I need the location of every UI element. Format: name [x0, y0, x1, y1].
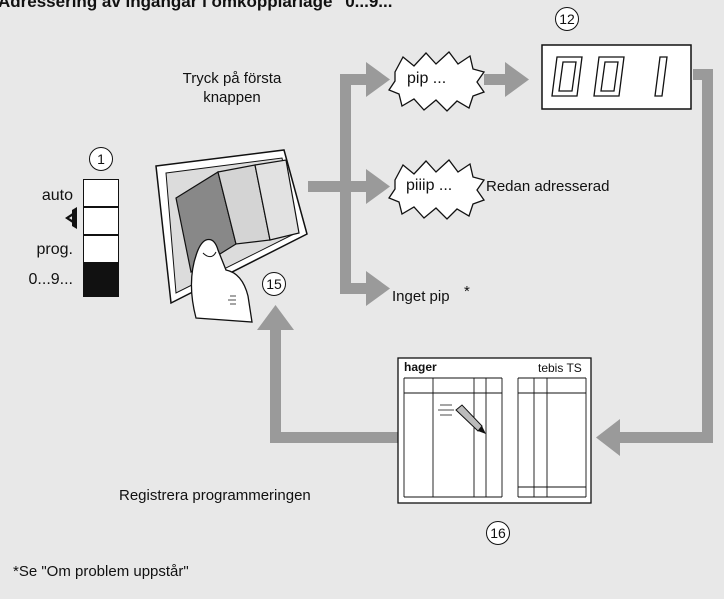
right-down-line — [702, 69, 713, 443]
page-title: Adressering av ingångar i omkopplarläge … — [0, 0, 401, 11]
arrow-to-switch — [257, 305, 294, 330]
wall-switch-illustration — [155, 149, 308, 323]
digit-0a — [551, 56, 583, 97]
piiip-burst — [388, 159, 486, 220]
programming-sheet — [397, 357, 592, 504]
marker-12: 12 — [555, 7, 579, 31]
selector-segment-0-9 — [83, 263, 119, 297]
arrow-to-piiip — [366, 169, 390, 204]
selector-segment-prog — [83, 235, 119, 263]
arrow-to-pip — [366, 62, 390, 97]
selector-label-prog: prog. — [36, 241, 73, 258]
instruction-line-1: Tryck på första — [182, 70, 282, 87]
flow-arrows — [257, 62, 713, 456]
register-label: Registrera programmeringen — [119, 487, 311, 504]
marker-1: 1 — [89, 147, 113, 171]
sheet-brand: hager — [404, 360, 437, 374]
pip-burst — [388, 51, 486, 112]
pip-to-display-line — [484, 74, 506, 85]
wireless-signal-icon — [65, 207, 77, 229]
piiip-label: piiip ... — [406, 177, 453, 194]
arrow-to-nopip — [366, 271, 390, 306]
digit-display — [541, 44, 692, 110]
no-pip-label: Inget pip — [392, 288, 450, 305]
selector-label-0-9: 0...9... — [28, 271, 73, 288]
instruction-text: Tryck på första knappen — [167, 69, 297, 107]
footnote: *Se "Om problem uppstår" — [13, 563, 189, 580]
instruction-line-2: knappen — [203, 89, 261, 106]
branch-top-line — [340, 74, 368, 85]
sheet-out-line — [270, 432, 398, 443]
right-bottom-line — [618, 432, 713, 443]
digit-0b — [593, 56, 625, 97]
arrow-to-sheet — [596, 419, 620, 456]
no-pip-asterisk: * — [464, 283, 470, 300]
selector-segment-auto — [83, 179, 119, 207]
marker-16: 16 — [486, 521, 510, 545]
branch-mid-line — [351, 181, 368, 192]
sheet-product: tebis TS — [538, 361, 582, 375]
arrow-to-display — [505, 62, 529, 97]
pen-icon — [455, 404, 486, 434]
switch-out-line — [308, 181, 353, 192]
marker-15: 15 — [262, 272, 286, 296]
digit-1 — [654, 56, 668, 97]
up-line — [270, 328, 281, 443]
selector-segment-wireless — [83, 207, 119, 235]
branch-bottom-line — [340, 283, 368, 294]
selector-label-auto: auto — [41, 187, 73, 204]
pip-label: pip ... — [407, 70, 447, 87]
already-addressed-label: Redan adresserad — [486, 178, 610, 195]
finger-icon — [190, 238, 253, 323]
